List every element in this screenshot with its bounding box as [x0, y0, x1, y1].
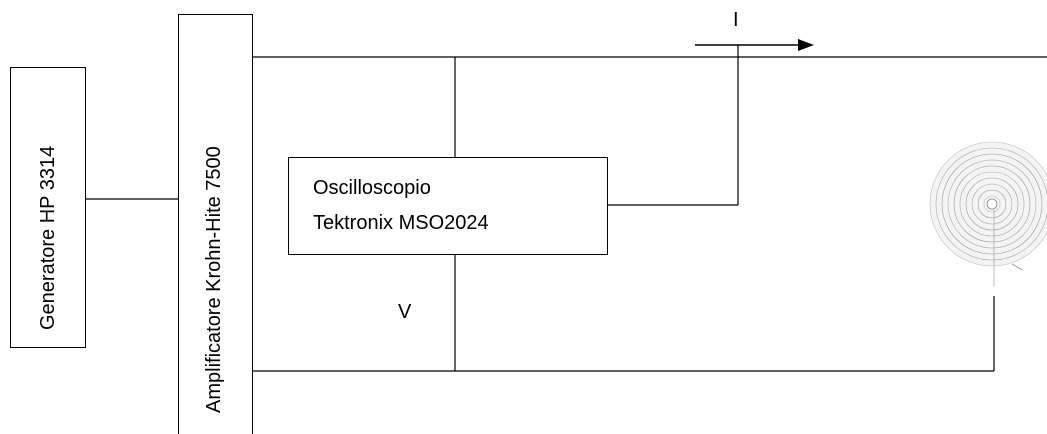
amplifier-box: Amplificatore Krohn-Hite 7500	[178, 14, 253, 434]
circuit-diagram: Generatore HP 3314 Amplificatore Krohn-H…	[10, 9, 1047, 434]
wiring	[86, 39, 1047, 372]
oscilloscope-label-line2: Tektronix MSO2024	[313, 212, 489, 234]
spiral-coil-icon	[929, 141, 1047, 286]
current-label: I	[733, 9, 739, 31]
current-arrow-head	[798, 39, 814, 51]
amplifier-label: Amplificatore Krohn-Hite 7500	[203, 146, 225, 413]
oscilloscope-box: Oscilloscopio Tektronix MSO2024	[288, 157, 608, 255]
generator-label: Generatore HP 3314	[37, 145, 59, 330]
oscilloscope-label-line1: Oscilloscopio	[313, 177, 431, 199]
voltage-label: V	[398, 301, 412, 323]
generator-box: Generatore HP 3314	[10, 67, 86, 348]
